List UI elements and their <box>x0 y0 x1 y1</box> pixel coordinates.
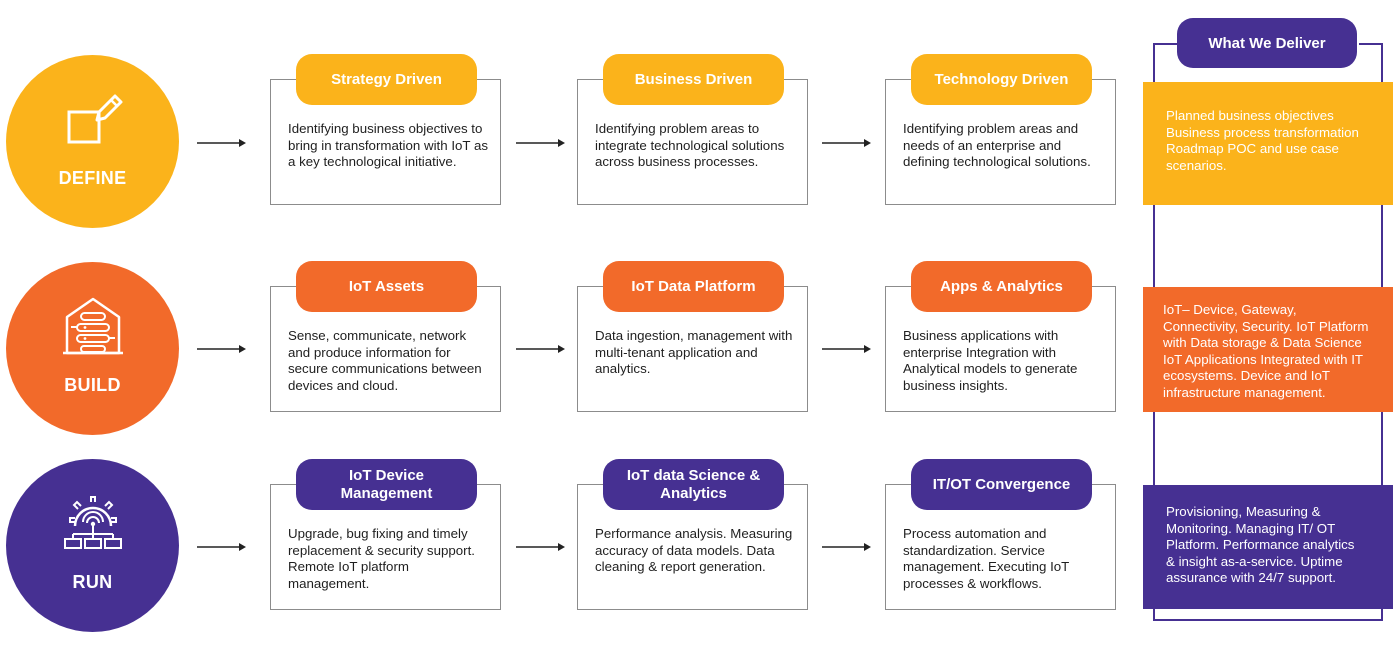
stage-label-build: BUILD <box>64 375 121 395</box>
card-title: IoT Data Platform <box>603 261 784 312</box>
card-iot-device-management: IoT Device Management Upgrade, bug fixin… <box>270 459 501 610</box>
deliver-build-line: ecosystems. Device and IoT <box>1163 368 1331 383</box>
card-description: Identifying problem areas and needs of a… <box>903 121 1091 169</box>
card-apps-analytics: Apps & Analytics Business applications w… <box>885 261 1116 412</box>
deliver-run-line: Monitoring. Managing IT/ OT <box>1166 520 1336 536</box>
card-business-driven: Business Driven Identifying problem area… <box>577 54 808 205</box>
card-description: Performance analysis. Measuring accuracy… <box>595 526 793 574</box>
card-description: Business applications with enterprise In… <box>903 328 1078 393</box>
card-iot-data-science: IoT data Science & Analytics Performance… <box>577 459 808 610</box>
card-it-ot-convergence: IT/OT Convergence Process automation and… <box>885 459 1116 610</box>
arrow <box>822 541 872 553</box>
card-iot-assets: IoT Assets Sense, communicate, network a… <box>270 261 501 412</box>
card-technology-driven: Technology Driven Identifying problem ar… <box>885 54 1116 205</box>
deliver-run-box: Provisioning, Measuring & Monitoring. Ma… <box>1143 485 1393 609</box>
arrow <box>197 137 247 149</box>
card-title: IoT Device Management <box>296 459 477 510</box>
deliver-define-box: Planned business objectives Business pro… <box>1143 82 1393 205</box>
arrow <box>822 343 872 355</box>
stage-label-run: RUN <box>72 572 113 592</box>
define-stage-circle: DEFINE <box>6 55 179 228</box>
card-description: Sense, communicate, network and produce … <box>288 328 482 393</box>
card-title: Technology Driven <box>911 54 1092 105</box>
build-stage-circle: BUILD <box>6 262 179 435</box>
stage-label-define: DEFINE <box>58 168 127 188</box>
deliver-build-line: IoT– Device, Gateway, <box>1163 302 1297 317</box>
deliver-run-line: Provisioning, Measuring & <box>1166 504 1321 519</box>
arrow <box>197 343 247 355</box>
deliver-define-line: Business process transformation <box>1166 124 1359 140</box>
card-title: IoT Assets <box>296 261 477 312</box>
arrow <box>516 137 566 149</box>
arrow <box>516 343 566 355</box>
deliver-define-line: Roadmap POC and use case <box>1166 141 1339 156</box>
deliver-build-line: infrastructure management. <box>1163 384 1326 400</box>
deliver-define-line: Planned business objectives <box>1166 108 1334 123</box>
run-stage-circle: RUN <box>6 459 179 632</box>
edit-square-icon <box>67 94 122 144</box>
deliver-run-line: assurance with 24/7 support. <box>1166 570 1337 585</box>
card-title: Apps & Analytics <box>911 261 1092 312</box>
card-strategy-driven: Strategy Driven Identifying business obj… <box>270 54 501 205</box>
card-title: IoT data Science & Analytics <box>603 459 784 510</box>
gear-network-icon <box>63 496 122 549</box>
card-description: Identifying business objectives to bring… <box>288 121 489 169</box>
card-title: Business Driven <box>603 54 784 105</box>
arrow <box>197 541 247 553</box>
deliver-title: What We Deliver <box>1177 18 1357 68</box>
deliver-build-line: Connectivity, Security. IoT Platform <box>1163 318 1369 334</box>
card-description: Data ingestion, management with multi-te… <box>595 328 793 376</box>
card-title: Strategy Driven <box>296 54 477 105</box>
server-house-icon <box>62 297 123 355</box>
card-description: Process automation and standardization. … <box>903 526 1070 591</box>
card-iot-data-platform: IoT Data Platform Data ingestion, manage… <box>577 261 808 412</box>
deliver-build-line: with Data storage & Data Science <box>1163 335 1362 350</box>
deliver-build-line: IoT Applications Integrated with IT <box>1163 351 1364 367</box>
deliver-run-line: Platform. Performance analytics <box>1166 537 1355 552</box>
card-description: Upgrade, bug fixing and timely replaceme… <box>288 526 475 591</box>
card-title: IT/OT Convergence <box>911 459 1092 510</box>
deliver-define-line: scenarios. <box>1166 157 1227 173</box>
card-description: Identifying problem areas to integrate t… <box>595 121 785 169</box>
deliver-build-box: IoT– Device, Gateway, Connectivity, Secu… <box>1143 287 1393 412</box>
arrow <box>822 137 872 149</box>
deliver-run-line: & insight as-a-service. Uptime <box>1166 553 1343 569</box>
arrow <box>516 541 566 553</box>
